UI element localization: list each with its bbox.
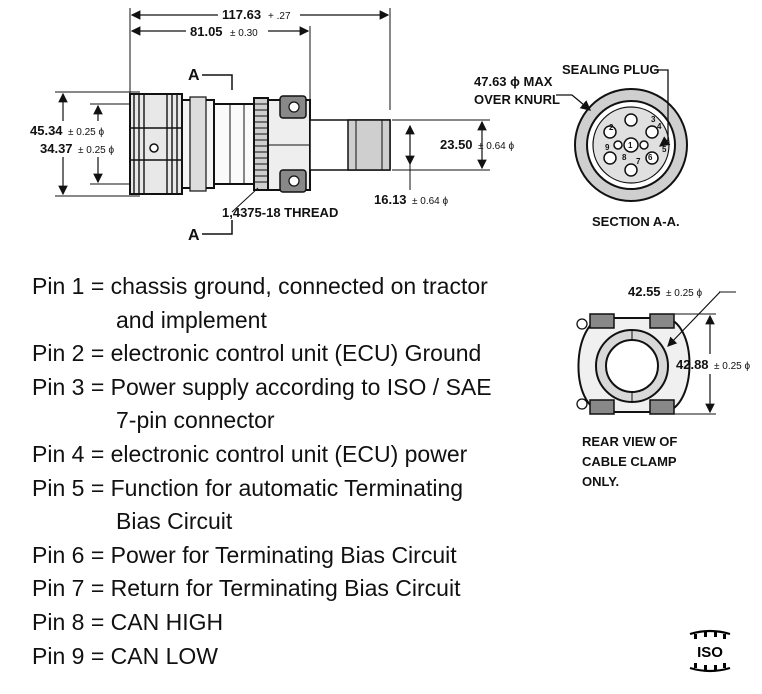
section-mark-bottom: A [188, 227, 200, 244]
pin-1-item: Pin 1 = chassis ground, connected on tra… [32, 270, 552, 337]
pin-1-continuation: and implement [116, 306, 267, 333]
clamp-length-tolerance: ± 0.64 ϕ [412, 196, 449, 207]
pin-8-label: Pin 8 = CAN HIGH [32, 608, 224, 635]
thread-label: 1,4375-18 THREAD [222, 205, 338, 220]
tube-diameter-value: 23.50 [440, 137, 473, 152]
inner-diameter-tolerance: ± 0.25 ϕ [78, 145, 115, 156]
clamp-length-value: 16.13 [374, 192, 407, 207]
thread-callout: 1,4375-18 THREAD [222, 187, 338, 220]
pin-5-continuation: Bias Circuit [116, 508, 233, 535]
pin-3-continuation: 7-pin connector [116, 407, 275, 434]
pin-3-item: Pin 3 = Power supply according to ISO / … [32, 371, 552, 438]
pin-4-label: Pin 4 = electronic control unit (ECU) po… [32, 440, 468, 467]
pin-assignment-list: Pin 1 = chassis ground, connected on tra… [32, 270, 552, 673]
clamp-caption-line1: REAR VIEW OF [582, 434, 677, 449]
section-a-a-view: 1 2 3 4 5 6 7 8 9 SEALING PLUG 47.63 ϕ M… [474, 62, 688, 229]
pin-number-1: 1 [628, 141, 633, 150]
pin-4-item: Pin 4 = electronic control unit (ECU) po… [32, 438, 552, 472]
pin-6-label: Pin 6 = Power for Terminating Bias Circu… [32, 541, 457, 568]
clamp-height-value: 42.88 [676, 357, 709, 372]
clamp-caption-line2: CABLE CLAMP [582, 454, 677, 469]
pin-number-7: 7 [636, 157, 641, 166]
left-dimensions: 45.34 ± 0.25 ϕ 34.37 ± 0.25 ϕ [30, 91, 140, 197]
cable-clamp-rear-view: 42.55 ± 0.25 ϕ 42.88 ± 0.25 ϕ REAR VIEW … [576, 284, 751, 489]
pin-number-3: 3 [651, 115, 656, 124]
pin-2-item: Pin 2 = electronic control unit (ECU) Gr… [32, 337, 552, 371]
pin-number-8: 8 [622, 153, 627, 162]
connector-side-view [129, 93, 391, 195]
sealing-plug-label: SEALING PLUG [562, 62, 660, 77]
pin-number-5: 5 [662, 145, 667, 154]
section-mark-top: A [188, 67, 200, 84]
pin-9-label: Pin 9 = CAN LOW [32, 642, 218, 669]
inner-diameter-value: 34.37 [40, 141, 73, 156]
pin-5-label: Pin 5 = Function for automatic Terminati… [32, 474, 464, 501]
pin-7-item: Pin 7 = Return for Terminating Bias Circ… [32, 572, 552, 606]
section-markers: A A [188, 67, 233, 244]
pin-number-6: 6 [648, 153, 653, 162]
pin-6-item: Pin 6 = Power for Terminating Bias Circu… [32, 539, 552, 573]
pin-number-2: 2 [609, 123, 614, 132]
pin-3-label: Pin 3 = Power supply according to ISO / … [32, 373, 492, 400]
body-length-tolerance: ± 0.30 [230, 28, 258, 39]
section-caption: SECTION A-A. [592, 214, 680, 229]
tube-diameter-tolerance: ± 0.64 ϕ [478, 141, 515, 152]
body-length-value: 81.05 [190, 24, 223, 39]
clamp-caption-line3: ONLY. [582, 474, 619, 489]
outer-diameter-tolerance: ± 0.25 ϕ [68, 127, 105, 138]
right-dimensions: 23.50 ± 0.64 ϕ 16.13 ± 0.64 ϕ [374, 119, 515, 207]
knurl-dimension-line1: 47.63 ϕ MAX [474, 74, 553, 89]
overall-length-tolerance: + .27 [268, 11, 291, 22]
pin-7-label: Pin 7 = Return for Terminating Bias Circ… [32, 575, 461, 602]
pin-8-item: Pin 8 = CAN HIGH [32, 606, 552, 640]
iso-logo-text: ISO [697, 644, 723, 661]
knurl-dimension-line2: OVER KNURL [474, 92, 560, 107]
pin-9-item: Pin 9 = CAN LOW [32, 640, 552, 674]
pin-number-9: 9 [605, 143, 610, 152]
clamp-height-tolerance: ± 0.25 ϕ [714, 361, 751, 372]
overall-length-value: 117.63 [222, 7, 261, 22]
pin-2-label: Pin 2 = electronic control unit (ECU) Gr… [32, 340, 482, 367]
iso-logo: ISO [689, 629, 731, 673]
pin-5-item: Pin 5 = Function for automatic Terminati… [32, 472, 552, 539]
pin-1-label: Pin 1 = chassis ground, connected on tra… [32, 273, 488, 299]
outer-diameter-value: 45.34 [30, 123, 63, 138]
clamp-width-tolerance: ± 0.25 ϕ [666, 288, 703, 299]
clamp-width-value: 42.55 [628, 284, 661, 299]
pin-number-4: 4 [657, 122, 662, 131]
top-dimensions: 117.63 + .27 81.05 ± 0.30 [129, 7, 391, 110]
